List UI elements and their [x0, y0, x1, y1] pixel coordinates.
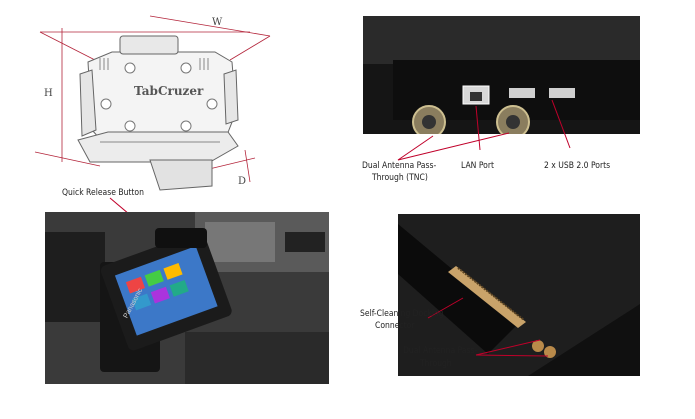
product-logo: TabCruzer [134, 84, 204, 98]
dock-dimension-diagram: W H D TabCruzer [0, 0, 330, 200]
connector-photo [398, 214, 640, 376]
docking-connector-label-line1: Self-Cleaning Docking [360, 309, 444, 319]
height-label: H [44, 88, 53, 99]
depth-label: D [238, 176, 247, 187]
width-label: W [212, 17, 223, 28]
ports-photo [363, 16, 640, 134]
usb-ports-label: 2 x USB 2.0 Ports [544, 161, 611, 171]
antenna-label-line2: Through (TNC) [372, 173, 428, 183]
connector-photo-art [398, 214, 640, 376]
bottom-antenna-label-line2: Through [420, 359, 452, 369]
quick-release-label: Quick Release Button [62, 188, 144, 198]
antenna-label-line1: Dual Antenna Pass- [362, 161, 437, 171]
lan-port-label: LAN Port [461, 161, 494, 171]
vehicle-photo-art [45, 212, 329, 384]
dock-drawing [34, 15, 271, 191]
vehicle-photo: Panasonic [45, 212, 329, 384]
docking-connector-label-line2: Connector [375, 321, 415, 331]
bottom-antenna-label-line1: Dual Antenna Pass- [403, 346, 478, 356]
ports-photo-art [363, 16, 640, 134]
